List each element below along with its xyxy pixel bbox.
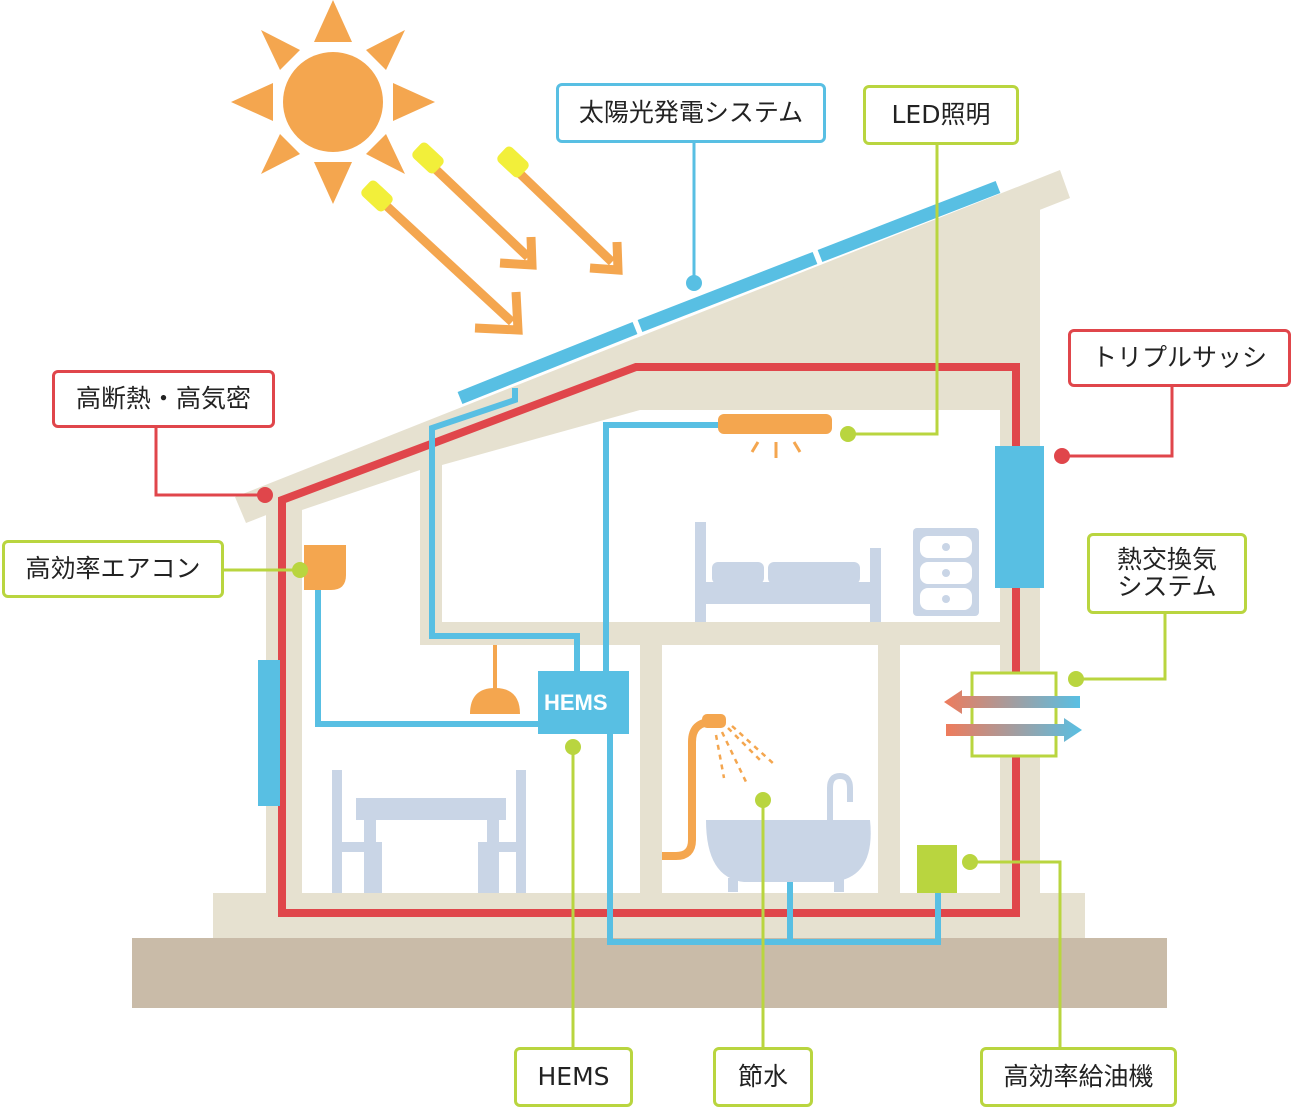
label-insulation: 高断熱・高気密 xyxy=(52,370,275,428)
exhaust-arrow-icon xyxy=(944,690,1080,714)
heat-exchange-unit xyxy=(944,671,1082,758)
solar-panels xyxy=(457,180,1001,405)
bathtub-icon xyxy=(706,772,871,892)
insulation-line xyxy=(278,363,1020,917)
label-water-heater: 高効率給油機 xyxy=(980,1047,1177,1107)
label-aircon: 高効率エアコン xyxy=(2,540,224,598)
label-heat-exchange-line2: システム xyxy=(1117,571,1217,601)
hems-cables xyxy=(315,388,941,945)
leader-dots xyxy=(257,275,1084,870)
water-heater-icon xyxy=(917,845,957,893)
dining-table-icon xyxy=(332,770,526,893)
room-upper xyxy=(442,410,1000,622)
label-solar: 太陽光発電システム xyxy=(556,83,826,143)
leader-lines xyxy=(154,140,1174,1047)
shower-icon xyxy=(662,714,776,860)
dresser-icon xyxy=(913,528,979,616)
sun-icon xyxy=(231,0,435,204)
aircon-icon xyxy=(304,545,346,590)
intake-arrow-icon xyxy=(946,718,1082,742)
sun-ray-arrows xyxy=(361,142,623,335)
window-right xyxy=(995,446,1044,588)
label-heat-exchange: 熱交換気 システム xyxy=(1087,533,1247,614)
ground xyxy=(132,938,1167,1008)
roof-slab xyxy=(235,170,1070,523)
hems-unit xyxy=(538,671,629,734)
pendant-lamp-icon xyxy=(470,645,520,714)
label-led: LED照明 xyxy=(863,85,1019,145)
ceiling-light-icon xyxy=(718,414,832,458)
hems-unit-label: HEMS xyxy=(544,690,608,715)
window-left xyxy=(258,660,280,806)
label-water-saving: 節水 xyxy=(713,1047,813,1107)
room-living xyxy=(302,470,640,893)
label-heat-exchange-line1: 熱交換気 xyxy=(1116,545,1217,575)
label-triple-sash: トリプルサッシ xyxy=(1068,329,1291,387)
bed-icon xyxy=(695,522,881,622)
label-hems: HEMS xyxy=(514,1047,633,1107)
